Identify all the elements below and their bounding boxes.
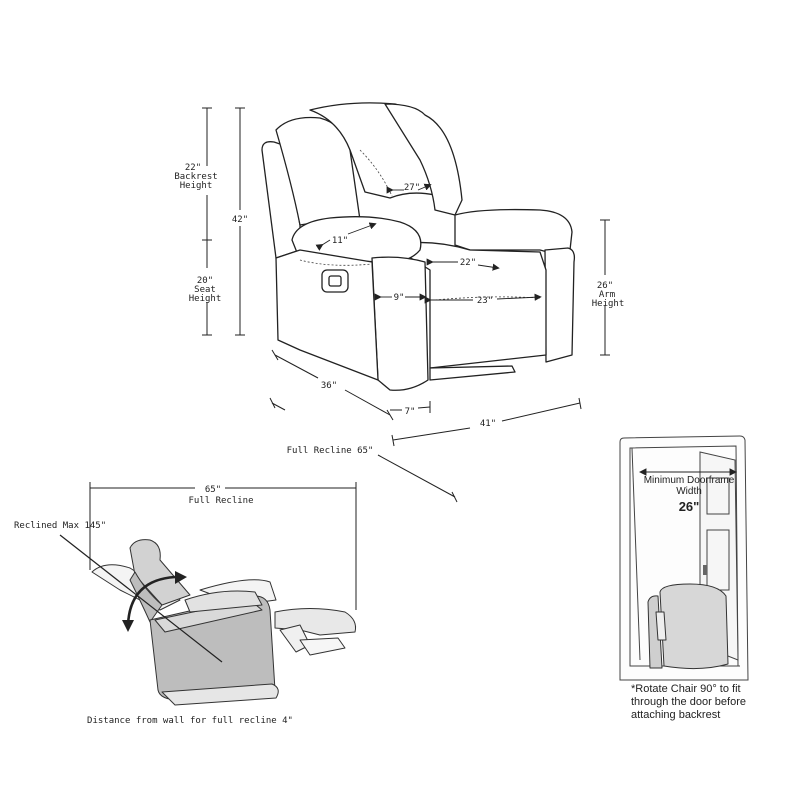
seat-width-value: 22" [460,258,476,268]
total-height-value: 42" [232,215,248,225]
seat-height-label-2: Height [189,294,222,304]
inner-dimension-lines [315,183,542,304]
backrest-height-label-1: Backrest [174,172,217,182]
base-dimension-lines [269,349,582,503]
seat-height-label-1: Seat [194,285,216,295]
door-note-2: through the door before [631,696,746,708]
door-title-2: Width [676,486,702,497]
backrest-height-label-2: Height [180,181,213,191]
door-width-value: 26" [679,499,700,514]
top-text-labels: 22" Backrest Height 20" Seat Height 42" … [174,163,624,456]
seam-lines [299,149,541,301]
seat-height-value: 20" [197,276,213,286]
arm-height-label-1: Arm [599,290,615,300]
door-width-arrow [638,468,738,476]
front-chair-drawing [261,102,576,391]
depth-value: 36" [321,381,337,391]
recline-text-labels: 65" Full Recline Reclined Max 145" Dista… [14,485,293,726]
seat-depth-value: 23" [477,296,493,306]
arm-height-label-2: Height [592,299,625,309]
arm-width-value: 11" [332,236,348,246]
backrest-width-value: 27" [404,183,420,193]
arm-front-value: 9" [394,293,405,303]
reclined-chair-drawing [91,539,356,706]
door-text-labels: Minimum Doorframe Width 26" *Rotate Chai… [631,475,746,721]
door-note-1: *Rotate Chair 90° to fit [631,683,741,695]
width-value: 41" [480,419,496,429]
recline-angle-arrows [59,534,223,663]
recline-length-label: Full Recline [188,496,253,506]
footrest-value: 7" [405,407,416,417]
recline-angle-label: Reclined Max 145" [14,521,106,531]
arm-height-value: 26" [597,281,613,291]
recline-length-dimension [89,482,357,610]
door-note-3: attaching backrest [631,709,720,721]
recline-length-value: 65" [205,485,221,495]
rotated-chair-drawing [647,583,729,670]
backrest-height-value: 22" [185,163,201,173]
left-height-dimensions [202,107,610,356]
full-recline-value-top: Full Recline 65" [287,446,374,456]
door-title-1: Minimum Doorframe [644,475,735,486]
wall-distance-note: Distance from wall for full recline 4" [87,716,293,726]
